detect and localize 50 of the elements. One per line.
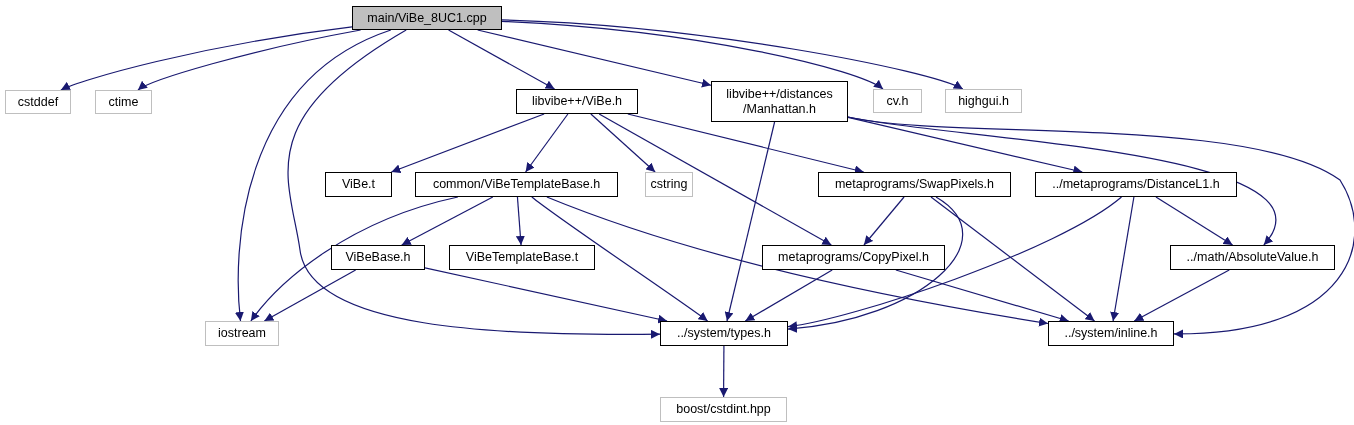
header-file-box: ../system/types.h <box>660 321 788 346</box>
include-arrow <box>1133 269 1230 322</box>
include-arrow <box>515 196 525 246</box>
include-arrow <box>525 113 569 173</box>
include-arrow <box>501 19 964 90</box>
include-arrow <box>1155 196 1234 246</box>
include-arrow <box>263 269 357 322</box>
include-arrow <box>1110 196 1135 322</box>
include-arrow <box>744 269 833 322</box>
header-file-box: ../metaprograms/DistanceL1.h <box>1035 172 1237 197</box>
header-file-box: ../system/inline.h <box>1048 321 1174 346</box>
header-file-box: libvibe++/ViBe.h <box>516 89 638 114</box>
header-file-box: ViBe.t <box>325 172 392 197</box>
include-arrow <box>787 196 1123 330</box>
include-arrow <box>787 196 964 333</box>
include-arrow <box>60 26 353 91</box>
external-header-box: cstring <box>645 172 693 197</box>
include-arrow <box>390 113 545 173</box>
header-file-box: ViBeBase.h <box>331 245 425 270</box>
include-arrow <box>847 116 1354 339</box>
header-file-box: libvibe++/distances /Manhattan.h <box>711 81 848 122</box>
header-file-box: metaprograms/CopyPixel.h <box>762 245 945 270</box>
external-header-box: highgui.h <box>945 89 1022 113</box>
include-arrow <box>546 196 1049 327</box>
include-arrow <box>863 196 905 246</box>
include-arrow <box>531 196 709 322</box>
include-arrow <box>401 196 494 246</box>
external-header-box: cv.h <box>873 89 922 113</box>
header-file-box: metaprograms/SwapPixels.h <box>818 172 1011 197</box>
include-arrow <box>447 29 556 90</box>
header-file-box: ../math/AbsoluteValue.h <box>1170 245 1335 270</box>
include-arrow <box>590 113 656 173</box>
include-arrow <box>895 269 1070 323</box>
include-arrow <box>477 29 712 88</box>
include-arrow <box>598 113 832 246</box>
external-header-box: ctime <box>95 90 152 114</box>
source-file-box: main/ViBe_8UC1.cpp <box>352 6 502 30</box>
include-arrow <box>724 121 776 322</box>
include-arrow <box>250 196 459 322</box>
external-header-box: cstddef <box>5 90 71 114</box>
header-file-box: ViBeTemplateBase.t <box>449 245 595 270</box>
include-arrow <box>501 20 884 90</box>
include-arrow <box>287 29 661 339</box>
include-arrow <box>235 29 392 322</box>
external-header-box: iostream <box>205 321 279 346</box>
include-arrow <box>719 345 729 398</box>
include-arrow <box>930 196 1096 322</box>
external-header-box: boost/cstdint.hpp <box>660 397 787 422</box>
include-arrow <box>424 267 668 324</box>
header-file-box: common/ViBeTemplateBase.h <box>415 172 618 197</box>
